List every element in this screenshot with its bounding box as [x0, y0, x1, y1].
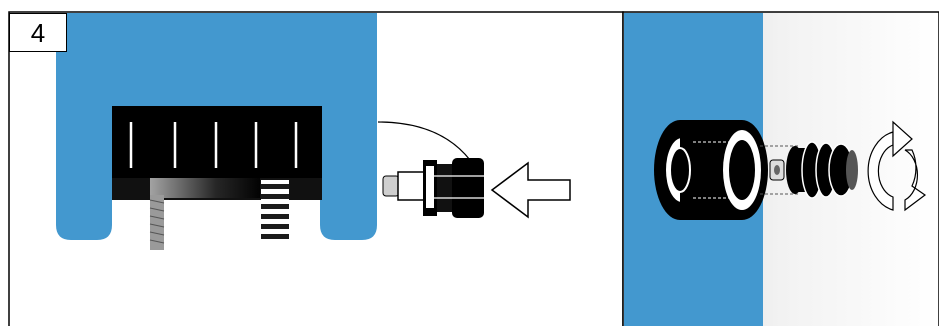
threaded-stem-left	[149, 195, 165, 250]
threaded-stem-right	[261, 180, 289, 240]
left-panel	[8, 11, 624, 326]
small-nut	[769, 159, 785, 181]
valve-seat-block	[112, 106, 322, 200]
retaining-ring	[654, 120, 768, 220]
threaded-cap	[786, 141, 858, 199]
step-number: 4	[9, 13, 67, 52]
rotate-clockwise-icon	[867, 120, 927, 212]
cartridge-part	[382, 158, 484, 218]
right-panel	[622, 11, 939, 326]
cable-line	[377, 121, 471, 161]
arrow-left-icon	[490, 161, 571, 219]
